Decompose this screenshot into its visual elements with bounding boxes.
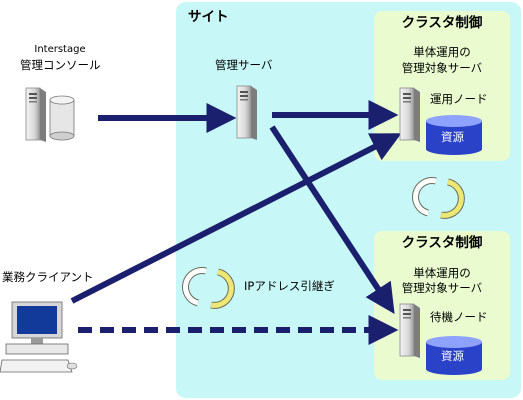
console-server-icon (25, 87, 75, 143)
active-resource-label: 資源 (441, 130, 464, 144)
admin-server-label: 管理サーバ (215, 58, 273, 72)
arrow-client-to-active-node (70, 133, 402, 304)
active-node-server-icon (399, 87, 421, 143)
standby-resource-label: 資源 (441, 349, 464, 363)
standby-node-server-icon (399, 303, 421, 359)
console-label-line2: 管理コンソール (20, 58, 101, 72)
ip-takeover-cycle-icon (186, 271, 232, 306)
ip-takeover-label: IPアドレス引継ぎ (244, 279, 335, 293)
standby-node-label: 待機ノード (430, 310, 488, 324)
failover-cycle-icon (416, 181, 462, 216)
cluster-top-target-line2: 管理対象サーバ (401, 61, 483, 75)
active-node-label: 運用ノード (430, 92, 488, 106)
client-pc-icon (0, 301, 78, 373)
admin-server-icon (236, 85, 258, 141)
standby-resource-cylinder (426, 336, 482, 375)
cluster-bottom-title: クラスタ制御 (401, 235, 483, 251)
client-label: 業務クライアント (2, 270, 94, 284)
console-label-line1: Interstage (34, 44, 86, 55)
cluster-top-target-line1: 単体運用の (413, 45, 471, 59)
active-resource-cylinder (426, 115, 482, 155)
cluster-top-title: クラスタ制御 (401, 15, 483, 31)
cluster-bottom-target-line2: 管理対象サーバ (401, 281, 483, 295)
site-label: サイト (188, 9, 229, 25)
arrow-admin-to-standby-node (269, 125, 395, 315)
cluster-bottom-target-line1: 単体運用の (413, 266, 471, 280)
